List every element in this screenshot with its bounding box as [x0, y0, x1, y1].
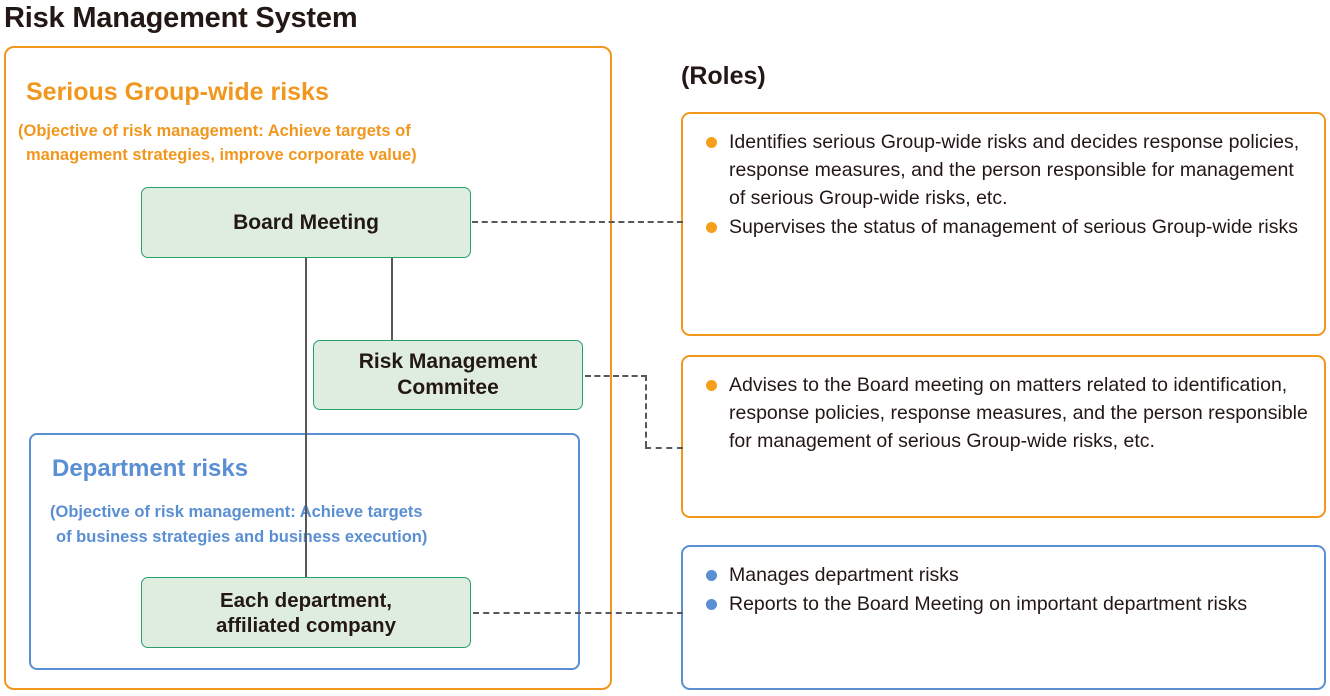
roles-section-label: (Roles) [681, 62, 766, 90]
role-item: Reports to the Board Meeting on importan… [699, 590, 1308, 618]
role-item-text: Identifies serious Group-wide risks and … [729, 131, 1300, 210]
node-each-department[interactable]: Each department, affiliated company [141, 577, 471, 648]
node-each-department-label: Each department, affiliated company [216, 588, 396, 638]
connector-board-to-committee [391, 257, 393, 341]
dashed-connector-committee-to-roles-segment-3 [645, 447, 683, 449]
department-objective-line-1: (Objective of risk management: Achieve t… [50, 503, 423, 521]
bullet-icon [706, 599, 717, 611]
committee-label-line-2: Commitee [397, 376, 499, 399]
dashed-connector-department-to-roles [473, 612, 683, 614]
node-risk-management-committee-label: Risk Management Commitee [359, 349, 538, 400]
role-item-text: Advises to the Board meeting on matters … [729, 374, 1308, 453]
role-item-text: Supervises the status of management of s… [729, 216, 1299, 239]
dashed-connector-committee-to-roles-segment-2 [645, 375, 647, 447]
page-title: Risk Management System [4, 2, 358, 34]
role-item-text: Manages department risks [729, 564, 959, 586]
serious-group-wide-risks-objective: (Objective of risk management: Achieve t… [18, 120, 578, 168]
node-board-meeting-label: Board Meeting [233, 210, 379, 234]
node-risk-management-committee[interactable]: Risk Management Commitee [313, 340, 583, 410]
serious-objective-line-1: (Objective of risk management: Achieve t… [18, 122, 411, 140]
serious-objective-line-2: management strategies, improve corporate… [26, 145, 417, 164]
bullet-icon [706, 380, 717, 391]
bullet-icon [706, 222, 717, 234]
role-item: Advises to the Board meeting on matters … [699, 371, 1308, 455]
department-label-line-1: Each department, [219, 588, 393, 612]
dashed-connector-committee-to-roles-segment-1 [585, 375, 647, 377]
connector-board-to-department [305, 257, 307, 578]
roles-panel-board-meeting: Identifies serious Group-wide risks and … [681, 112, 1326, 336]
department-risks-frame [29, 433, 580, 670]
department-label-line-2: affiliated company [216, 613, 396, 637]
department-risks-heading: Department risks [52, 455, 249, 482]
serious-group-wide-risks-heading: Serious Group-wide risks [26, 78, 329, 106]
department-objective-line-2: of business strategies and business exec… [56, 527, 428, 546]
node-board-meeting[interactable]: Board Meeting [141, 187, 471, 258]
bullet-icon [706, 570, 717, 581]
role-item: Manages department risks [699, 561, 1308, 589]
role-item: Identifies serious Group-wide risks and … [699, 128, 1308, 212]
department-risks-objective: (Objective of risk management: Achieve t… [50, 500, 570, 550]
dashed-connector-board-to-roles [472, 221, 683, 223]
roles-panel-risk-management-committee: Advises to the Board meeting on matters … [681, 355, 1326, 518]
role-item: Supervises the status of management of s… [699, 213, 1308, 241]
committee-label-line-1: Risk Management [358, 350, 538, 374]
roles-panel-each-department: Manages department risks Reports to the … [681, 545, 1326, 690]
role-item-text: Reports to the Board Meeting on importan… [729, 593, 1248, 616]
bullet-icon [706, 137, 717, 148]
